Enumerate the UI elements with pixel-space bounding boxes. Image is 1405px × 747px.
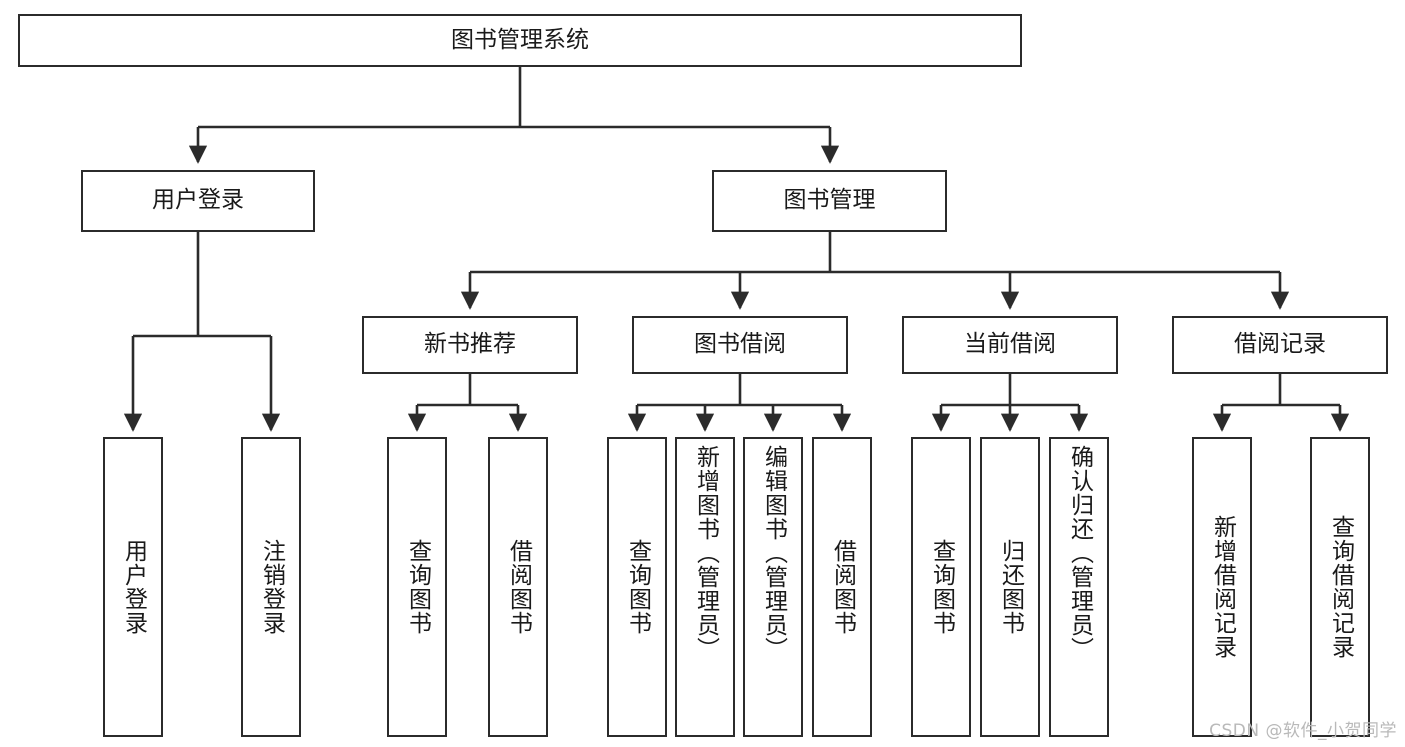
- node-user-login[interactable]: 用户登录: [81, 170, 315, 232]
- node-current-borrow[interactable]: 当前借阅: [902, 316, 1118, 374]
- node-book-borrow-label: 图书借阅: [694, 331, 786, 358]
- node-leaf-logout-login-label: 注销登录: [258, 539, 285, 635]
- node-leaf-add-record-label: 新增借阅记录: [1209, 515, 1236, 659]
- node-root-label: 图书管理系统: [451, 26, 589, 53]
- node-book-manage[interactable]: 图书管理: [712, 170, 947, 232]
- node-borrow-record-label: 借阅记录: [1234, 331, 1326, 358]
- node-borrow-record[interactable]: 借阅记录: [1172, 316, 1388, 374]
- node-leaf-edit-book[interactable]: 编辑图书（管理员）: [743, 437, 803, 737]
- node-leaf-query-book-1-label: 查询图书: [404, 539, 431, 635]
- node-leaf-query-book-1[interactable]: 查询图书: [387, 437, 447, 737]
- node-current-borrow-label: 当前借阅: [964, 331, 1056, 358]
- node-leaf-query-book-3[interactable]: 查询图书: [911, 437, 971, 737]
- node-leaf-user-login-label: 用户登录: [120, 539, 147, 635]
- node-leaf-query-record[interactable]: 查询借阅记录: [1310, 437, 1370, 737]
- node-leaf-add-record[interactable]: 新增借阅记录: [1192, 437, 1252, 737]
- node-leaf-add-book[interactable]: 新增图书（管理员）: [675, 437, 735, 737]
- node-leaf-logout-login[interactable]: 注销登录: [241, 437, 301, 737]
- node-leaf-query-book-2-label: 查询图书: [624, 539, 651, 635]
- node-leaf-return-book[interactable]: 归还图书: [980, 437, 1040, 737]
- node-user-login-label: 用户登录: [152, 187, 244, 214]
- node-new-book-recommend[interactable]: 新书推荐: [362, 316, 578, 374]
- node-book-manage-label: 图书管理: [783, 187, 876, 214]
- node-leaf-borrow-book-1[interactable]: 借阅图书: [488, 437, 548, 737]
- node-leaf-query-book-3-label: 查询图书: [928, 539, 955, 635]
- node-leaf-add-book-label: 新增图书（管理员）: [692, 445, 719, 661]
- node-root[interactable]: 图书管理系统: [18, 14, 1022, 67]
- watermark: CSDN @软件_小贺同学: [1209, 721, 1397, 741]
- node-leaf-edit-book-label: 编辑图书（管理员）: [760, 445, 787, 661]
- node-leaf-return-book-label: 归还图书: [997, 539, 1024, 635]
- node-leaf-user-login[interactable]: 用户登录: [103, 437, 163, 737]
- node-leaf-confirm-return-label: 确认归还（管理员）: [1066, 445, 1093, 661]
- node-leaf-borrow-book-1-label: 借阅图书: [505, 539, 532, 635]
- node-leaf-confirm-return[interactable]: 确认归还（管理员）: [1049, 437, 1109, 737]
- node-leaf-borrow-book-2-label: 借阅图书: [829, 539, 856, 635]
- node-leaf-query-record-label: 查询借阅记录: [1327, 515, 1354, 659]
- node-leaf-borrow-book-2[interactable]: 借阅图书: [812, 437, 872, 737]
- node-leaf-query-book-2[interactable]: 查询图书: [607, 437, 667, 737]
- node-new-book-recommend-label: 新书推荐: [424, 331, 516, 358]
- node-book-borrow[interactable]: 图书借阅: [632, 316, 848, 374]
